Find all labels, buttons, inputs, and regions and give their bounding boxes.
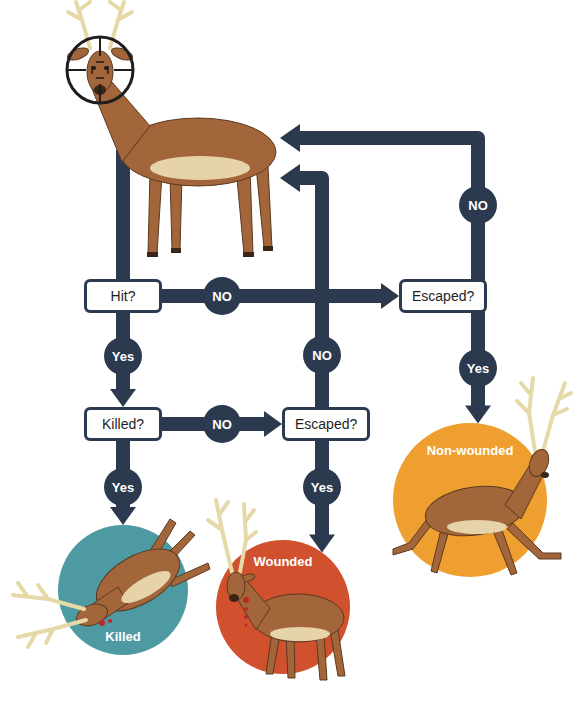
target-deer-part-part <box>170 176 182 250</box>
circle-fill <box>216 540 350 674</box>
edge-label: NO <box>212 417 232 432</box>
target-deer-part <box>147 246 273 257</box>
wounded-deer-part <box>227 572 345 680</box>
wounded-deer-part-part <box>245 624 248 627</box>
wounded-deer-part <box>208 500 256 572</box>
decision-box: Escaped? <box>282 407 370 441</box>
killed-deer-part <box>13 583 86 647</box>
box-label: Hit? <box>111 288 136 304</box>
edge-label: Yes <box>112 480 134 495</box>
loop-label-badge: NO <box>459 186 497 224</box>
arrowhead <box>264 411 282 437</box>
target-deer-part-part <box>256 166 272 248</box>
killed-deer-part <box>99 620 105 626</box>
edge-label-badge: NO <box>203 405 241 443</box>
arrowhead <box>465 405 491 423</box>
killed-deer-part-part <box>74 600 111 630</box>
decision-box: Killed? <box>84 407 162 441</box>
edge-label-badge: Yes <box>104 337 142 375</box>
loop-label: NO <box>312 348 332 363</box>
edge-label-badge: Yes <box>104 468 142 506</box>
return-arrowhead <box>280 124 300 192</box>
edge-label: Yes <box>467 361 489 376</box>
target-deer <box>66 2 276 257</box>
connector <box>160 417 272 431</box>
outcome-circle: Wounded <box>216 540 350 674</box>
return-loop-part <box>116 150 130 292</box>
target-deer-part-part <box>243 252 254 257</box>
decision-box: Hit? <box>84 279 162 313</box>
killed-deer-part <box>74 519 210 630</box>
edge-label-badge: NO <box>203 277 241 315</box>
running-deer-part-part <box>517 378 535 451</box>
circle-fill <box>393 423 547 577</box>
arrowhead <box>110 389 136 407</box>
killed-deer-part-part <box>18 620 86 647</box>
wounded-deer-part-part <box>252 594 344 642</box>
loop-label-badge: NO <box>303 336 341 374</box>
wounded-deer-part-part <box>316 634 327 680</box>
loop-label: NO <box>468 198 488 213</box>
running-deer-part-part <box>526 447 552 479</box>
wounded-deer-part <box>270 627 330 641</box>
box-label: Killed? <box>102 416 144 432</box>
running-deer-part <box>517 378 571 451</box>
crosshair-part <box>67 37 133 103</box>
box-label: Escaped? <box>295 416 357 432</box>
target-deer-part-part <box>148 172 162 254</box>
outcome-label: Non-wounded <box>393 443 547 458</box>
running-deer-part-part <box>507 523 561 559</box>
running-deer-part <box>541 472 549 478</box>
outcome-label: Killed <box>58 629 188 644</box>
killed-deer-part-part <box>13 583 84 609</box>
wounded-deer-part <box>243 597 249 627</box>
edge-label: NO <box>212 289 232 304</box>
running-deer-part-part <box>543 383 571 451</box>
killed-deer-part <box>117 565 174 609</box>
wounded-deer-part-part <box>208 500 232 572</box>
crosshair-part <box>92 62 108 78</box>
wounded-deer-part-part <box>330 630 345 676</box>
running-deer-part <box>447 520 507 534</box>
target-deer-part-part <box>171 248 181 253</box>
wounded-deer-part-part <box>243 597 249 603</box>
return-arrowhead-part <box>280 164 300 192</box>
arrowhead <box>110 507 136 525</box>
outcome-circle: Killed <box>58 525 188 655</box>
edge-label: Yes <box>112 349 134 364</box>
wounded-deer-part <box>229 594 239 602</box>
decision-box: Escaped? <box>399 279 487 313</box>
return-arrowhead-part <box>280 124 300 152</box>
running-deer-part-part <box>493 527 517 575</box>
running-deer-part <box>393 447 561 575</box>
edge-label-badge: Yes <box>303 468 341 506</box>
edge-label: Yes <box>311 480 333 495</box>
wounded-deer-part-part <box>244 607 248 611</box>
outcome-label: Wounded <box>216 554 350 569</box>
box-label: Escaped? <box>412 288 474 304</box>
arrowhead <box>381 283 399 309</box>
connector <box>160 289 389 303</box>
wounded-deer-part-part <box>244 615 248 619</box>
crosshair <box>67 37 133 103</box>
outcome-circle: Non-wounded <box>393 423 547 577</box>
target-deer-part-part <box>147 252 158 257</box>
target-deer-part <box>66 46 276 254</box>
killed-deer-part <box>108 619 112 623</box>
target-deer-part <box>150 156 250 180</box>
crosshair-part <box>67 37 133 103</box>
target-deer-part-part <box>263 246 273 251</box>
edge-label-badge: Yes <box>459 349 497 387</box>
